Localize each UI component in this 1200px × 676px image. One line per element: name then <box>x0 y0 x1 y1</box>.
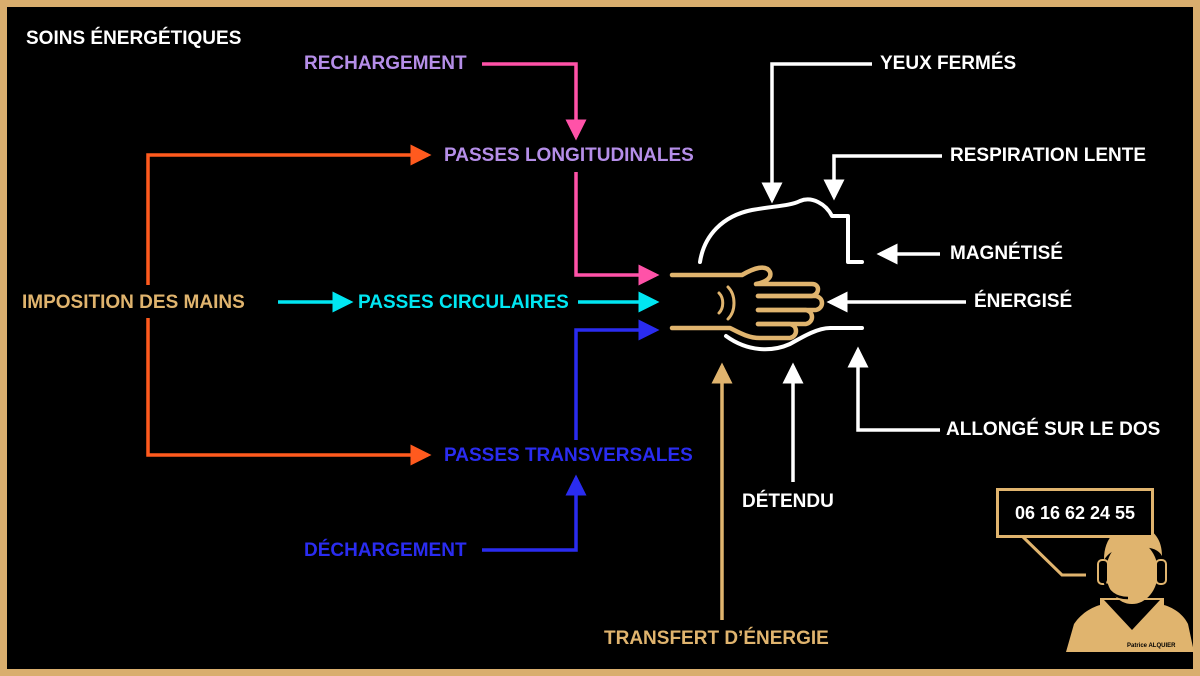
label-imposition: IMPOSITION DES MAINS <box>22 292 245 313</box>
label-allonge: ALLONGÉ SUR LE DOS <box>946 419 1161 440</box>
label-magnetise: MAGNÉTISÉ <box>950 243 1063 264</box>
label-detendu: DÉTENDU <box>742 491 834 512</box>
rechargement-arrows <box>482 62 660 286</box>
head-icon <box>698 197 864 352</box>
label-dechargement: DÉCHARGEMENT <box>304 540 467 561</box>
label-energise: ÉNERGISÉ <box>974 291 1073 312</box>
label-passes-transversales: PASSES TRANSVERSALES <box>444 445 693 466</box>
hand-icon <box>669 265 825 341</box>
dechargement-arrows <box>482 319 660 552</box>
diagram-title: SOINS ÉNERGÉTIQUES <box>26 28 242 49</box>
label-passes-longitudinales: PASSES LONGITUDINALES <box>444 145 694 166</box>
label-transfert-energie: TRANSFERT D’ÉNERGIE <box>604 628 829 649</box>
state-arrows <box>761 62 966 482</box>
label-rechargement: RECHARGEMENT <box>304 53 467 74</box>
label-respiration-lente: RESPIRATION LENTE <box>950 145 1146 166</box>
phone-number-bubble[interactable]: 06 16 62 24 55 <box>996 488 1154 538</box>
operator-icon <box>1020 526 1194 652</box>
author-signature: Patrice ALQUIER <box>1127 643 1176 649</box>
imposition-branches <box>146 144 432 466</box>
label-yeux-fermes: YEUX FERMÉS <box>880 53 1017 74</box>
label-passes-circulaires: PASSES CIRCULAIRES <box>358 292 569 313</box>
